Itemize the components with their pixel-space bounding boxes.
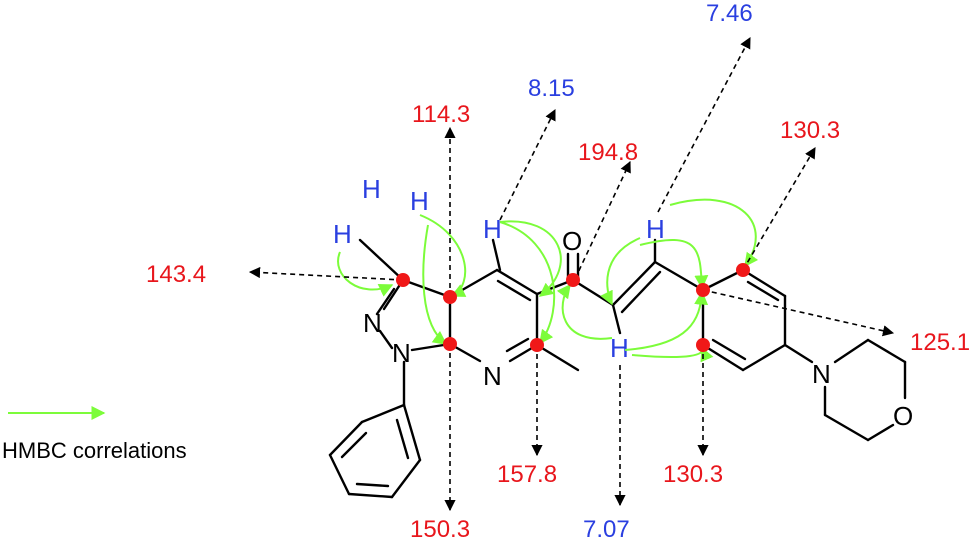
atom-H-methyl-c: H (333, 219, 352, 249)
atom-dot-carbonyl (566, 273, 580, 287)
shift-157-8: 157.8 (497, 461, 557, 488)
atom-H-alpha: H (610, 333, 629, 363)
shift-8-15: 8.15 (528, 75, 575, 102)
shift-130-3-top: 130.3 (780, 117, 840, 144)
atom-dot-c3a (443, 290, 457, 304)
atom-dot-c7a (443, 337, 457, 351)
shift-125-1: 125.1 (910, 329, 970, 356)
shift-194-8: 194.8 (578, 139, 638, 166)
atom-N1: N (392, 338, 411, 368)
shift-143-4: 143.4 (146, 261, 206, 288)
shift-114-3: 114.3 (412, 101, 470, 128)
atom-H-beta: H (646, 214, 665, 244)
atom-H-methyl-b: H (410, 186, 429, 216)
assigned-carbon-dots (396, 263, 750, 352)
atom-H-pyridine: H (483, 214, 502, 244)
atom-O-carbonyl: O (562, 226, 582, 256)
atom-dot-aryl-ortho-bottom (696, 338, 710, 352)
atom-dot-c6 (530, 338, 544, 352)
atom-dot-aryl-ortho-top (736, 263, 750, 277)
shift-labels: 114.3 8.15 194.8 7.46 130.3 143.4 125.1 … (146, 0, 970, 543)
atom-dot-aryl-ipso (696, 283, 710, 297)
shift-7-46: 7.46 (706, 0, 753, 27)
atom-N2: N (363, 308, 382, 338)
atom-H-methyl-a: H (362, 174, 381, 204)
atom-N-pyridine: N (483, 361, 502, 391)
atom-N-morpholine: N (812, 359, 831, 389)
dashed-assignment-arrows (248, 37, 895, 512)
legend-label: HMBC correlations (2, 438, 187, 463)
atom-labels: N N N N O O H H H H H H (333, 174, 913, 431)
shift-130-3-bottom: 130.3 (663, 461, 723, 488)
atom-O-morpholine: O (893, 401, 913, 431)
hmbc-arrows (337, 198, 759, 363)
legend: HMBC correlations (2, 406, 187, 463)
atom-dot-c3 (396, 273, 410, 287)
shift-7-07: 7.07 (583, 516, 630, 543)
shift-150-3: 150.3 (410, 516, 470, 543)
